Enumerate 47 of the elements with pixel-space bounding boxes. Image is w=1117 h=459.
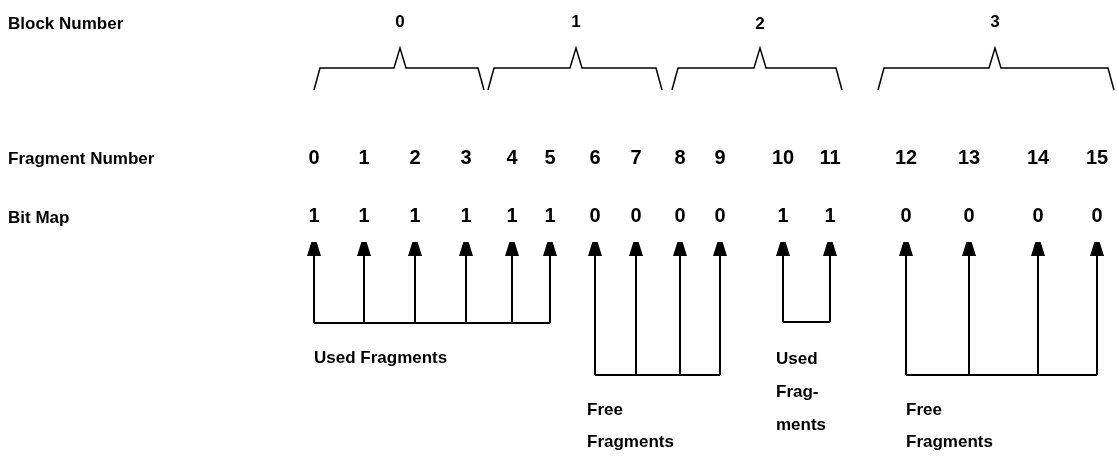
bit-value: 1 (777, 203, 789, 227)
connector-line (594, 374, 721, 376)
bit-value: 1 (506, 203, 518, 227)
fragment-number: 4 (505, 145, 519, 169)
bit-value: 0 (714, 203, 726, 227)
group-label: Free Fragments (906, 399, 994, 453)
row-label: Bit Map (8, 207, 70, 229)
group-label: Used Frag- ments (776, 348, 828, 436)
bit-value: 0 (900, 203, 912, 227)
connector-line (782, 321, 831, 323)
fragment-number: 9 (713, 145, 727, 169)
row-label: Fragment Number (8, 148, 155, 170)
bit-value: 0 (630, 203, 642, 227)
fragment-number: 15 (1084, 145, 1110, 169)
block-number: 3 (989, 11, 1001, 33)
block-number: 0 (394, 11, 406, 33)
connector-line (313, 322, 551, 324)
fragment-number: 14 (1025, 145, 1051, 169)
bit-value: 1 (824, 203, 836, 227)
fragment-number: 6 (588, 145, 602, 169)
bit-value: 0 (674, 203, 686, 227)
bit-value: 0 (1032, 203, 1044, 227)
bit-value: 1 (409, 203, 421, 227)
bit-value: 0 (963, 203, 975, 227)
fragment-number: 1 (357, 145, 371, 169)
fragment-number: 3 (459, 145, 473, 169)
fragment-number: 11 (818, 145, 842, 169)
block-number: 2 (754, 13, 766, 35)
bit-value: 1 (460, 203, 472, 227)
group-label: Free Fragments (587, 399, 675, 453)
fragment-number: 0 (307, 145, 321, 169)
fragment-number: 7 (629, 145, 643, 169)
fragment-number: 2 (408, 145, 422, 169)
group-label: Used Fragments (314, 347, 448, 369)
bit-value: 1 (308, 203, 320, 227)
bit-value: 0 (589, 203, 601, 227)
fragment-number: 13 (956, 145, 982, 169)
fragment-number: 8 (673, 145, 687, 169)
bit-value: 1 (544, 203, 556, 227)
row-label: Block Number (8, 13, 124, 35)
block-number: 1 (570, 11, 582, 33)
fragment-number: 10 (770, 145, 796, 169)
bit-value: 0 (1091, 203, 1103, 227)
fragment-number: 12 (893, 145, 919, 169)
bit-value: 1 (358, 203, 370, 227)
connector-line (905, 374, 1098, 376)
fragment-number: 5 (543, 145, 557, 169)
